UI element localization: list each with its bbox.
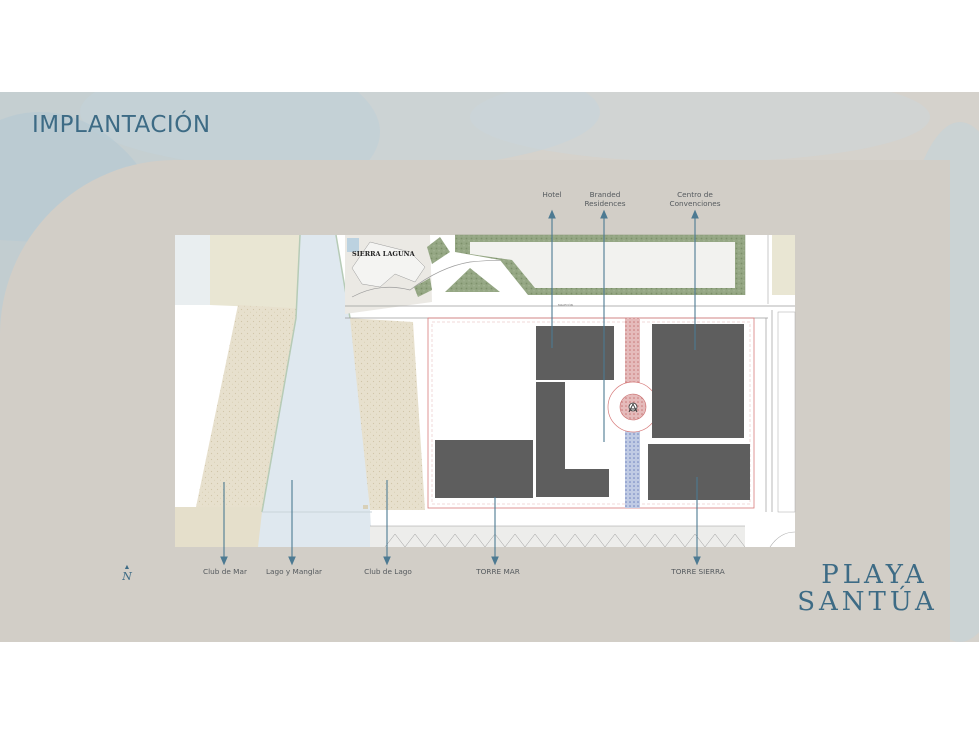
lago-y-manglar-area [258, 235, 372, 547]
arrow-branded-residences-icon [600, 209, 608, 219]
building-torre-mar [435, 440, 533, 498]
building-torre-sierra [648, 444, 750, 500]
site-plan-diagram: SIERRA LAGUNA MALECÓN [0, 92, 979, 642]
playa-santua-logo: PLAYA SANTÚA [790, 562, 945, 616]
arrow-centro-convenciones-icon [691, 209, 699, 219]
parcel-top-left [210, 235, 308, 309]
pond [347, 238, 359, 252]
lagoon-edge-left [261, 234, 301, 513]
arrow-torre-sierra-icon [693, 556, 701, 566]
label-hotel: Hotel [542, 190, 562, 199]
parking-pattern [384, 533, 746, 548]
north-letter: N [122, 570, 132, 583]
label-club-de-mar: Club de Mar [203, 567, 247, 576]
building-centro-convenciones [652, 324, 744, 438]
arrow-club-de-lago-icon [383, 556, 391, 566]
lot-boundary [427, 317, 755, 509]
label-club-de-lago: Club de Lago [364, 567, 412, 576]
building-hotel [536, 326, 614, 380]
label-torre-mar: TORRE MAR [476, 567, 520, 576]
site-plan: SIERRA LAGUNA MALECÓN [175, 234, 796, 548]
parcel-bottom-left [175, 507, 263, 547]
label-lago-y-manglar: Lago y Manglar [265, 567, 323, 576]
page-title: IMPLANTACIÓN [32, 112, 211, 138]
arrow-lago-y-manglar-icon [288, 556, 296, 566]
north-arrow-icon: ▲ [123, 564, 131, 571]
north-indicator: ▲ N [119, 564, 135, 583]
slide: SIERRA LAGUNA MALECÓN [0, 92, 979, 642]
building-branded-residences [536, 382, 609, 497]
parcel-water-top [175, 235, 210, 305]
arrow-club-de-mar-icon [220, 556, 228, 566]
central-axis-south [625, 427, 640, 508]
club-de-lago-area [347, 318, 425, 510]
club-de-mar-area [196, 305, 308, 512]
arrow-hotel-icon [548, 209, 556, 219]
bottom-strip [370, 526, 745, 547]
logo-line-2: SANTÚA [797, 587, 938, 617]
parcel-top-right [772, 235, 795, 295]
logo-line-1: PLAYA [821, 560, 928, 590]
callout-arrows [220, 209, 701, 566]
label-torre-sierra: TORRE SIERRA [671, 567, 725, 576]
street-label: MALECÓN [558, 302, 573, 307]
plan-sign-label: SIERRA LAGUNA [352, 250, 416, 258]
arrow-torre-mar-icon [491, 556, 499, 566]
park-lawn [470, 242, 735, 288]
green-triangle [445, 268, 500, 292]
